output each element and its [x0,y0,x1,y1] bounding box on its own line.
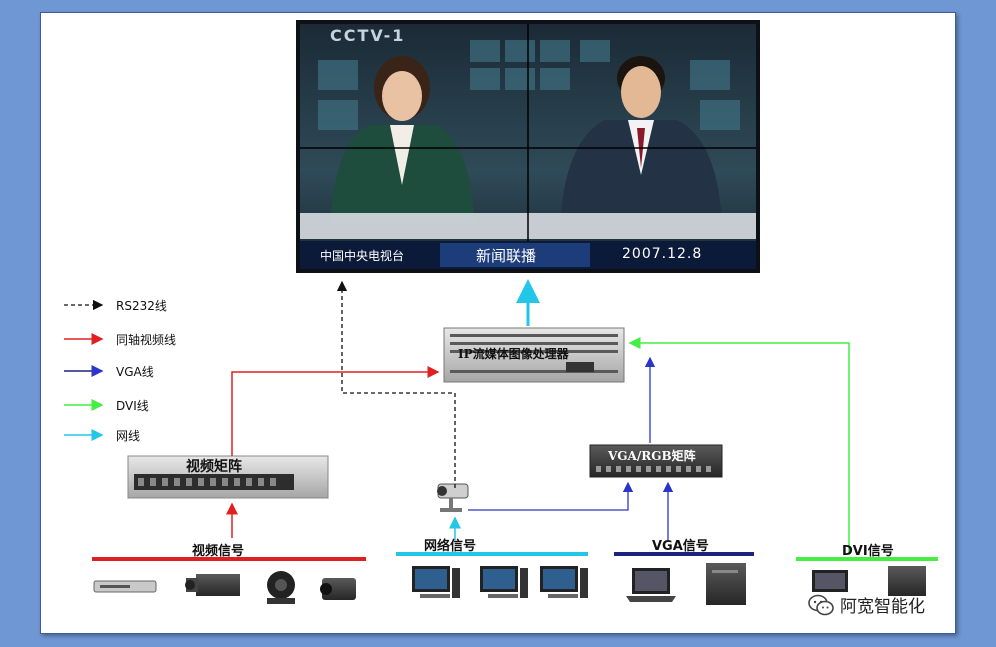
dvd-player-icon [93,580,157,593]
ptz-camera-icon [267,571,295,604]
vga-camera-line [468,481,634,511]
ip-processor-device [443,327,625,383]
ticker-center-text: 新闻联播 [476,247,537,265]
dvi-signal-bar [796,557,938,561]
rs232-line [336,280,456,488]
ticker-left-text: 中国中央电视台 [320,249,405,263]
watermark-text: 阿宽智能化 [840,597,925,617]
legend-label-rs232: RS232线 [116,299,167,313]
vga-matrix-label: VGA/RGB矩阵 [608,449,696,463]
legend-label-coax: 同轴视频线 [116,333,177,347]
coax-matrix-line [231,366,440,456]
dvi-tower-icon [888,566,926,596]
legend-label-vga: VGA线 [116,365,154,379]
video-wall [296,20,760,273]
video-signal-bar [92,557,366,561]
network-signal-label: 网络信号 [424,539,477,554]
tower-pc-icon [706,563,746,605]
box-camera-icon [185,574,240,596]
camcorder-icon [320,578,356,600]
vga-signal-bar [614,552,754,556]
legend-label-network: 网线 [116,429,141,443]
video-signal-label: 视频信号 [192,544,245,559]
dvi-laptop-icon [812,570,848,592]
processor-label: IP流媒体图像处理器 [458,347,569,361]
watermark: 阿宽智能化 [808,592,925,617]
dvi-signal-label: DVI信号 [842,544,894,559]
ticker-date-text: 2007.12.8 [622,246,703,262]
laptop-icon [626,568,676,602]
female-anchor [330,56,475,225]
vga-signal-label: VGA信号 [652,539,709,554]
network-camera [437,483,469,512]
legend-label-dvi: DVI线 [116,399,149,413]
dvi-line [628,337,850,554]
legend-arrows [64,299,104,441]
network-signal-bar [396,552,588,556]
network-pc-icon [412,566,588,598]
video-matrix-device [127,455,329,499]
wechat-icon [808,594,834,615]
video-matrix-label: 视频矩阵 [186,459,242,475]
vga-matrix-device [589,444,723,478]
channel-logo: CCTV-1 [330,26,406,45]
